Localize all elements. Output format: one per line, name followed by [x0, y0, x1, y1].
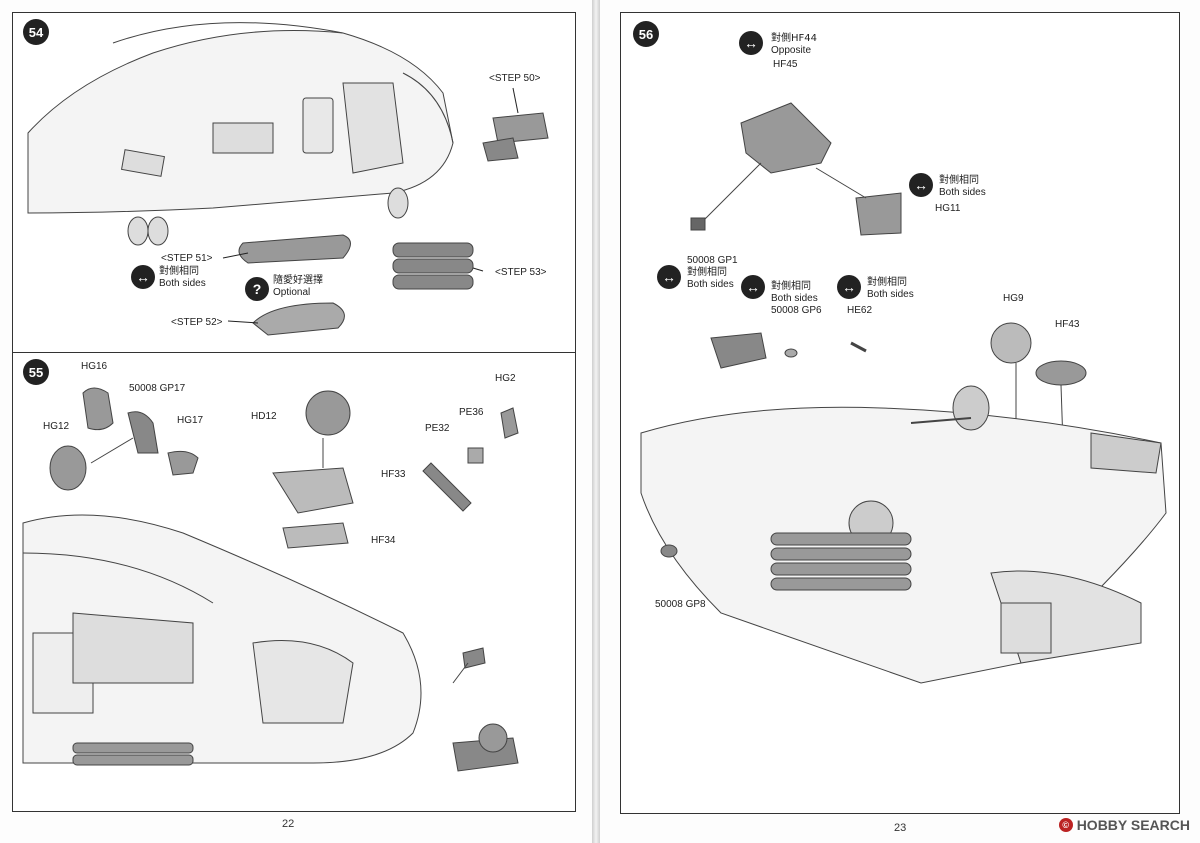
label-both3-cn: 對側相同	[771, 281, 811, 292]
label-both1-cn: 對側相同	[939, 175, 979, 186]
step-54-number: 54	[23, 19, 49, 45]
label-both4-cn: 對側相同	[867, 277, 907, 288]
double-arrow-icon: ↔	[837, 275, 861, 299]
page-gutter	[592, 0, 600, 843]
label-opposite-cn: 對側HF44	[771, 33, 817, 44]
label-hg12: HG12	[43, 421, 70, 432]
label-hf33: HF33	[381, 469, 406, 480]
label-step-51: <STEP 51>	[161, 253, 213, 264]
label-gp17: 50008 GP17	[129, 383, 186, 394]
right-page: 56 ↔ 對側HF44 Opposite HF45 ↔ 對側相同 Both si…	[600, 0, 1200, 843]
label-both-sides-cn: 對側相同	[159, 266, 199, 277]
step-55-number: 55	[23, 359, 49, 385]
label-both3-en: Both sides	[771, 293, 818, 304]
label-hf34: HF34	[371, 535, 396, 546]
double-arrow-icon: ↔	[909, 173, 933, 197]
label-both-sides-en: Both sides	[159, 278, 206, 289]
label-hg17: HG17	[177, 415, 204, 426]
page-number-left: 22	[282, 818, 295, 830]
double-arrow-icon: ↔	[741, 275, 765, 299]
label-pe32: PE32	[425, 423, 450, 434]
label-hg2: HG2	[495, 373, 516, 384]
label-gp8: 50008 GP8	[655, 599, 706, 610]
step-56-drawing	[640, 102, 1167, 684]
label-gp1: 50008 GP1	[687, 255, 738, 266]
label-hf43: HF43	[1055, 319, 1080, 330]
label-opposite-en: Opposite	[771, 45, 812, 56]
label-step-53: <STEP 53>	[495, 267, 547, 278]
label-both2-en: Both sides	[687, 279, 734, 290]
step-56-number: 56	[633, 21, 659, 47]
step-54-panel: 54 <STEP 50> <STEP 51> ↔ 對側相同 Both sides…	[12, 12, 576, 354]
label-step-52: <STEP 52>	[171, 317, 223, 328]
label-both1-en: Both sides	[939, 187, 986, 198]
label-optional-en: Optional	[273, 287, 311, 298]
double-arrow-icon: ↔	[657, 265, 681, 289]
label-he62: HE62	[847, 305, 873, 316]
label-both2-cn: 對側相同	[687, 267, 727, 278]
left-page: 54 <STEP 50> <STEP 51> ↔ 對側相同 Both sides…	[0, 0, 592, 843]
step-56-panel: 56 ↔ 對側HF44 Opposite HF45 ↔ 對側相同 Both si…	[620, 12, 1180, 814]
watermark-logo: © HOBBY SEARCH	[1058, 817, 1190, 833]
double-arrow-icon: ↔	[739, 31, 763, 55]
page-number-right: 23	[894, 822, 907, 834]
label-hg9: HG9	[1003, 293, 1024, 304]
step-55-panel: 55 HG16 50008 GP17 HG12 HG17 HD12 HF33 H…	[12, 352, 576, 812]
question-icon: ?	[245, 277, 269, 301]
label-pe36: PE36	[459, 407, 484, 418]
watermark-badge: ©	[1058, 818, 1073, 832]
double-arrow-icon: ↔	[131, 265, 155, 289]
watermark-text: HOBBY SEARCH	[1076, 817, 1190, 833]
label-hd12: HD12	[251, 411, 277, 422]
label-optional-cn: 隨愛好選擇	[273, 275, 323, 286]
label-both4-en: Both sides	[867, 289, 914, 300]
label-step-50: <STEP 50>	[489, 73, 541, 84]
label-hg16: HG16	[81, 361, 108, 372]
label-hg11: HG11	[935, 203, 961, 214]
label-gp6: 50008 GP6	[771, 305, 822, 316]
label-hf45: HF45	[773, 59, 798, 70]
step-55-drawing	[22, 387, 519, 772]
step-54-drawing	[27, 22, 549, 336]
